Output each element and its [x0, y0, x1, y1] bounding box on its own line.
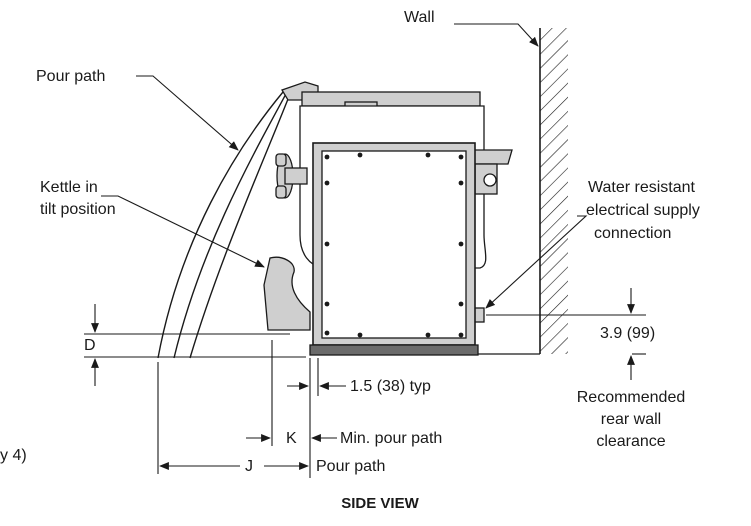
handwheel [275, 153, 308, 199]
cabinet-panel [321, 150, 467, 339]
pour-path-leader [136, 75, 239, 151]
handwheel-knob-top [275, 153, 287, 167]
wall [539, 28, 568, 354]
kettle-label-line2: tilt position [40, 201, 116, 218]
pour-path-label: Pour path [36, 68, 106, 85]
pour-path-bottom-label: Pour path [316, 458, 386, 475]
kettle-label-line1: Kettle in [40, 179, 98, 196]
wall-label: Wall [404, 9, 435, 26]
min-pour-path-label: Min. pour path [340, 430, 443, 447]
dimension-k: K [286, 430, 297, 447]
rear-valve-knob [483, 173, 497, 187]
cut-off-note: y 4) [0, 447, 27, 464]
water-label-line2: electrical supply [586, 202, 700, 219]
kettle-leader [101, 195, 265, 268]
side-view-title: SIDE VIEW [341, 495, 419, 512]
pour-path-arcs [157, 91, 291, 359]
water-leader [485, 215, 588, 309]
pour-arc-outer [157, 91, 284, 359]
cabinet [309, 142, 479, 356]
pour-arc-middle [173, 91, 288, 359]
wall-leader [454, 23, 539, 47]
recommended-line1: Recommended [576, 389, 686, 406]
dimension-j: J [245, 458, 253, 475]
wall-hatch [540, 28, 568, 354]
water-label-line1: Water resistant [588, 179, 695, 196]
rear-bracket [469, 149, 513, 165]
handwheel-knob-bottom [275, 185, 287, 199]
handwheel-shaft [284, 167, 308, 185]
dimension-d: D [84, 337, 96, 354]
recommended-line2: rear wall [600, 411, 662, 428]
clearance-value: 3.9 (99) [600, 325, 656, 342]
dimension-typ: 1.5 (38) typ [350, 378, 431, 395]
kettle-lid [301, 91, 481, 107]
pour-arc-inner [189, 93, 291, 359]
recommended-line3: clearance [596, 433, 666, 450]
kettle-spout [263, 256, 311, 331]
leaders [84, 23, 646, 478]
water-label-line3: connection [594, 225, 672, 242]
cabinet-base [309, 344, 479, 356]
panel-screws [324, 152, 464, 338]
